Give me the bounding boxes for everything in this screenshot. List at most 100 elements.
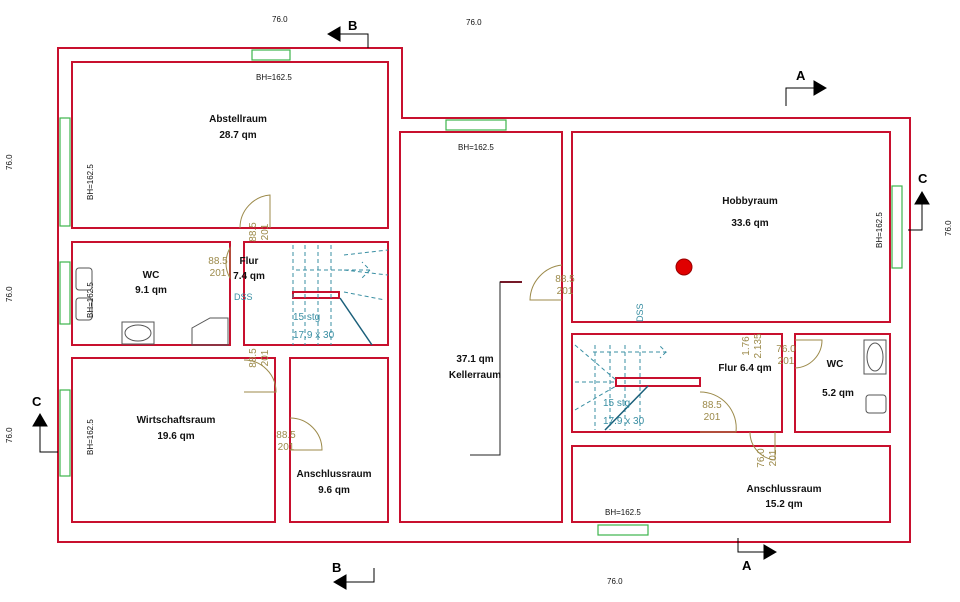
room-area: 33.6 qm: [731, 218, 768, 229]
section-marker-b-bottom: [333, 568, 375, 590]
room-name: Hobbyraum: [722, 196, 778, 207]
section-marker-c-left: [32, 413, 58, 453]
window-label: BH=162.5: [256, 73, 292, 82]
window-label: BH=162.5: [86, 419, 95, 455]
room-wc-right: [794, 333, 891, 433]
section-label: A: [742, 558, 752, 573]
window: [597, 524, 649, 536]
sanitary-fixtures: [75, 267, 887, 414]
section-label: C: [918, 171, 928, 186]
room-abstellraum: [71, 61, 389, 229]
dss-marker: DSS: [635, 303, 645, 322]
section-marker-c-right: [908, 191, 930, 231]
room-flur-right: [571, 333, 783, 433]
door-size: 201: [704, 412, 721, 423]
door-size: 88.5: [208, 256, 228, 267]
room-name: WC: [143, 270, 160, 281]
door-size: 201: [768, 449, 779, 466]
section-label: A: [796, 68, 806, 83]
door-size: 201: [210, 268, 227, 279]
section-label: B: [348, 18, 357, 33]
dimension: 76.0: [272, 15, 288, 24]
stair-steps: 15 stg: [293, 312, 320, 323]
stair-landing-left: [292, 291, 340, 299]
door-size: 201: [557, 286, 574, 297]
door-size: 201: [260, 349, 271, 366]
window: [891, 185, 903, 269]
room-name: Anschlussraum: [296, 469, 371, 480]
stair-landing-right: [615, 377, 701, 387]
section-marker-a-bottom: [737, 538, 777, 560]
staircase-right: [574, 344, 668, 431]
room-area: 15.2 qm: [765, 499, 802, 510]
room-wirtschaftsraum: [71, 357, 276, 523]
opening-size: 1.76: [741, 336, 752, 356]
window: [445, 119, 507, 131]
dimension: 76.0: [466, 18, 482, 27]
door-size: 201: [260, 223, 271, 240]
door-size: 201: [778, 356, 795, 367]
room-area: 7.4 qm: [233, 271, 265, 282]
room-area: 28.7 qm: [219, 130, 256, 141]
door-size: 88.5: [702, 400, 722, 411]
door-size: 88.5: [248, 348, 259, 368]
stair-size: 17.9 x 30: [603, 416, 645, 427]
window: [59, 117, 71, 227]
room-area: 9.1 qm: [135, 285, 167, 296]
room-wc-left: [71, 241, 231, 346]
room-hobbyraum: [571, 131, 891, 323]
staircase-left: [292, 245, 389, 346]
window-label: BH=162.5: [458, 143, 494, 152]
room-kellerraum: [399, 131, 563, 523]
room-anschlussraum-right: [571, 445, 891, 523]
room-name: Flur: [240, 256, 259, 267]
room-name: Kellerraum: [449, 370, 501, 381]
section-label: C: [32, 394, 42, 409]
marker-dot-icon: [675, 258, 693, 276]
section-marker-b-top: [327, 26, 369, 48]
door-swing: [749, 431, 776, 461]
window: [251, 49, 291, 61]
room-area: 37.1 qm: [456, 354, 493, 365]
opening-size: 2.135: [753, 333, 764, 358]
door-swing: [794, 339, 823, 369]
section-label: B: [332, 560, 341, 575]
door-swing: [243, 359, 277, 393]
stair-steps: 15 stg: [603, 398, 630, 409]
door-size: 201: [278, 442, 295, 453]
dimension: 76.0: [607, 577, 623, 586]
window-label: BH=162.5: [875, 212, 884, 248]
door-size: 88.5: [248, 222, 259, 242]
window: [59, 261, 71, 325]
door-swing: [289, 417, 323, 451]
door-size: 76.0: [756, 448, 767, 468]
door-swing: [699, 391, 737, 433]
room-name: WC: [827, 359, 844, 370]
room-name: Wirtschaftsraum: [137, 415, 216, 426]
door-swing: [529, 264, 563, 301]
window: [59, 389, 71, 477]
dss-marker: DSS: [234, 292, 253, 302]
room-anschlussraum-left: [289, 357, 389, 523]
outer-wall: [57, 47, 911, 543]
section-marker-a-top: [785, 80, 827, 106]
window-label: BH=162.5: [86, 282, 95, 318]
dimension: 76.0: [5, 154, 14, 170]
room-name: Flur 6.4 qm: [718, 363, 771, 374]
room-area: 5.2 qm: [822, 388, 854, 399]
kellerraum-partition-line: [470, 281, 522, 456]
window-label: BH=162.5: [86, 164, 95, 200]
room-name: Anschlussraum: [746, 484, 821, 495]
door-size: 76.0: [776, 344, 796, 355]
room-name: Abstellraum: [209, 114, 267, 125]
dimension: 76.0: [944, 220, 953, 236]
stair-size: 17.9 x 30: [293, 330, 335, 341]
door-swing: [225, 246, 231, 280]
dimension: 76.0: [5, 427, 14, 443]
window-label: BH=162.5: [605, 508, 641, 517]
door-swing: [239, 194, 271, 229]
door-size: 88.5: [276, 430, 296, 441]
dimension: 76.0: [5, 286, 14, 302]
room-area: 19.6 qm: [157, 431, 194, 442]
